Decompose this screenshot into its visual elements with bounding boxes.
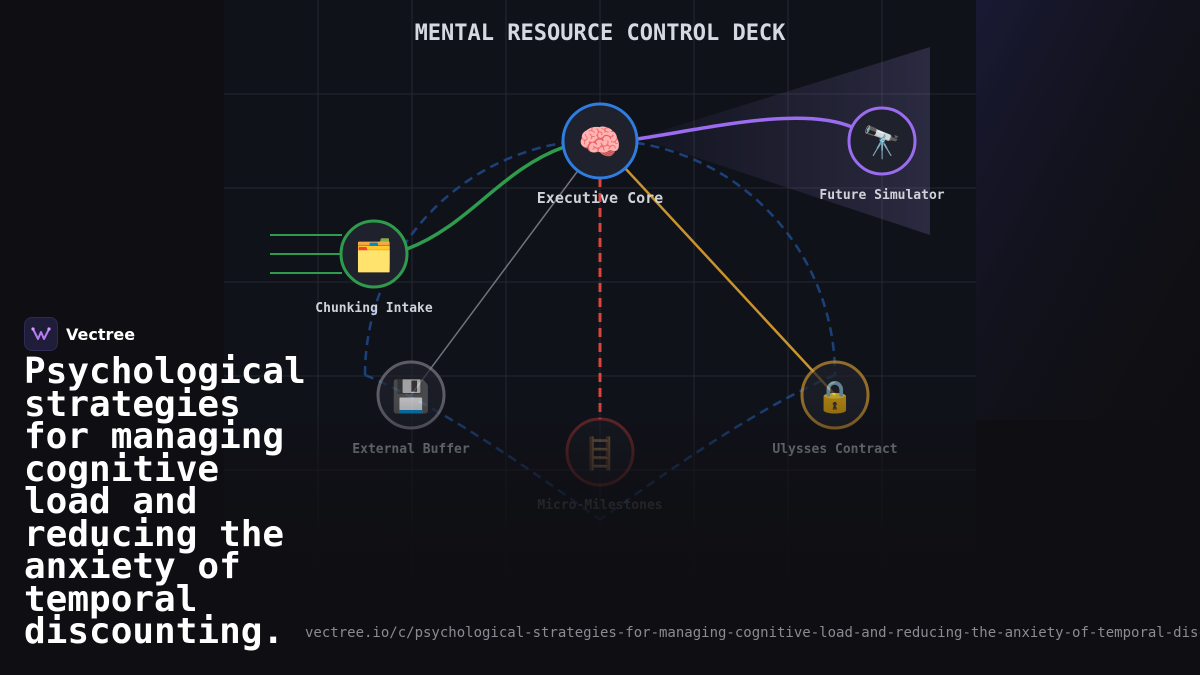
floppy-disk-icon: 💾	[392, 378, 431, 415]
brain-icon: 🧠	[578, 123, 622, 163]
page-url[interactable]: vectree.io/c/psychological-strategies-fo…	[305, 625, 1200, 641]
headline: Psychological strategies for managing co…	[24, 351, 306, 652]
node-label: Chunking Intake	[315, 301, 433, 316]
brand: Vectree	[24, 317, 135, 351]
node-label: Future Simulator	[819, 188, 944, 203]
brand-name: Vectree	[66, 324, 136, 344]
telescope-icon: 🔭	[863, 124, 902, 161]
node-label: External Buffer	[352, 442, 470, 457]
ladder-icon: 🪜	[581, 435, 620, 472]
vectree-logo-icon	[24, 317, 58, 351]
lock-icon: 🔒	[816, 379, 855, 415]
node-label: Micro-Milestones	[537, 498, 662, 513]
file-folders-icon: 🗂️	[355, 237, 394, 274]
right-glow	[976, 0, 1200, 420]
node-label: Ulysses Contract	[772, 442, 897, 457]
node-label: Executive Core	[537, 189, 663, 207]
diagram-title: MENTAL RESOURCE CONTROL DECK	[415, 21, 787, 46]
